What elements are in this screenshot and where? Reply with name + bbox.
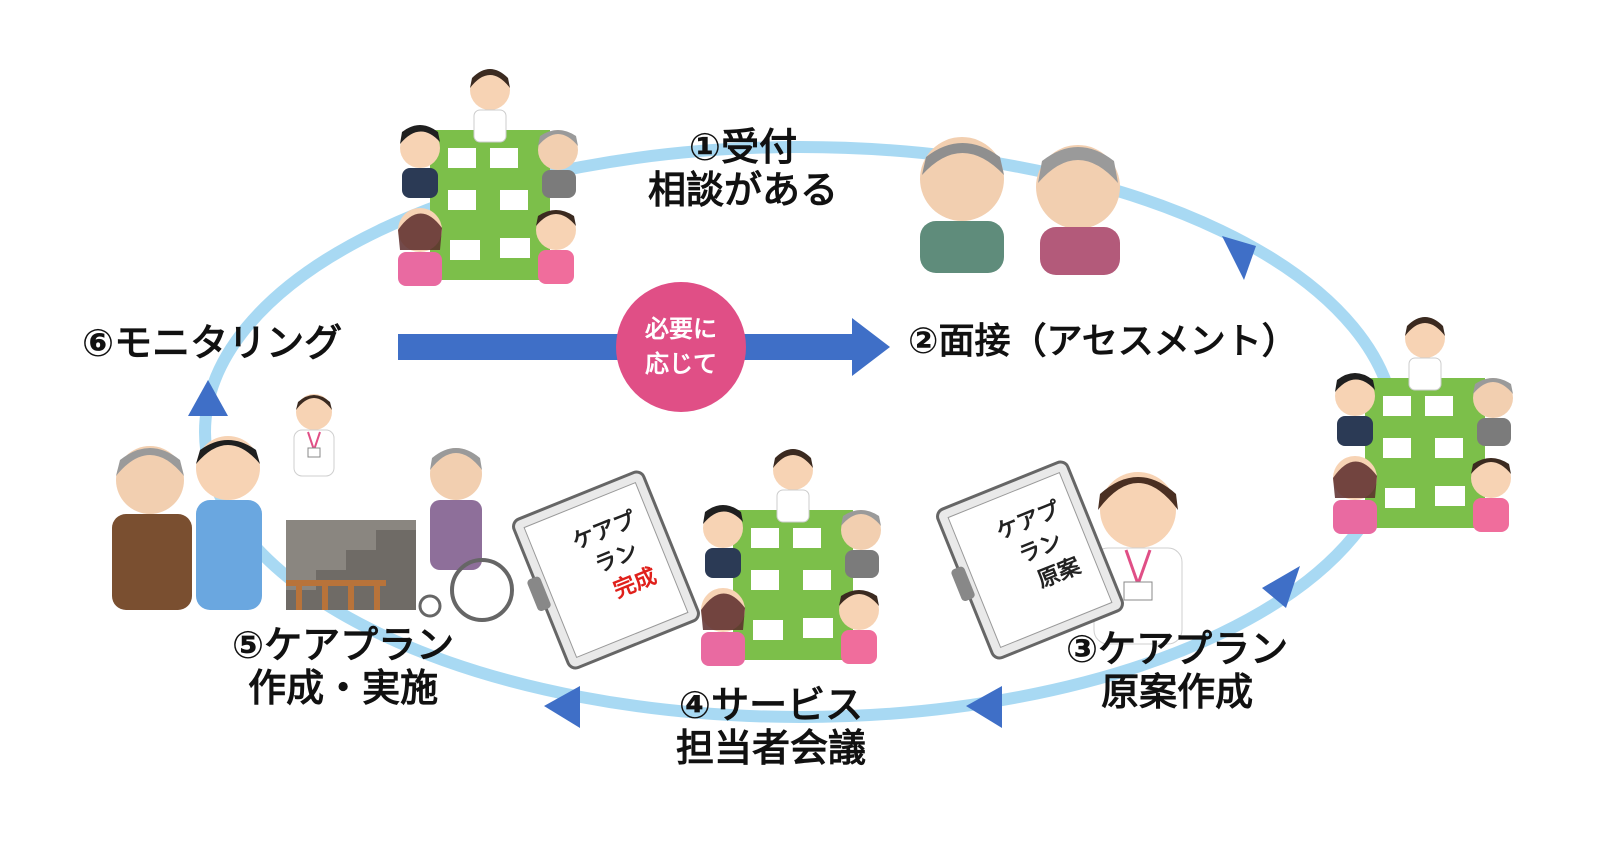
as-needed-badge: 必要に 応じて <box>616 282 746 412</box>
cycle-arrow-4 <box>544 686 580 728</box>
step-5-subtitle: 作成・実施 <box>248 665 439 710</box>
wheelchair-user-illustration <box>418 448 514 622</box>
cycle-arrow-5 <box>188 380 228 416</box>
meeting-illustration-right <box>1332 316 1514 535</box>
cycle-arrow-1 <box>1222 236 1256 280</box>
step-1-title: ①受付 <box>688 125 798 169</box>
step-5-label: ⑤ケアプラン 作成・実施 <box>232 624 454 709</box>
elderly-couple-illustration <box>920 137 1120 275</box>
cycle-arrow-3 <box>966 686 1002 728</box>
badge-line-1: 必要に <box>645 315 717 344</box>
step-6-title: ⑥モニタリング <box>82 321 343 365</box>
step-5-title: ⑤ケアプラン <box>232 623 455 667</box>
step-3-title: ③ケアプラン <box>1066 627 1289 671</box>
center-arrow-head <box>852 318 890 376</box>
meeting-illustration-top <box>397 68 579 287</box>
nurse-illustration-small <box>293 393 335 477</box>
step-3-label: ③ケアプラン 原案作成 <box>1066 628 1288 713</box>
step-2-label: ②面接（アセスメント） <box>908 321 1298 362</box>
meeting-illustration-bottom <box>700 448 882 667</box>
badge-line-2: 応じて <box>645 350 717 378</box>
care-plan-complete-document: ケアプ ラン 完成 <box>512 470 700 670</box>
stairs-illustration <box>286 520 416 610</box>
step-4-label: ④サービス 担当者会議 <box>676 684 866 769</box>
step-1-label: ①受付 相談がある <box>648 126 838 211</box>
step-2-title: ②面接（アセスメント） <box>908 321 1298 362</box>
step-4-title: ④サービス <box>678 683 864 727</box>
step-3-subtitle: 原案作成 <box>1101 669 1254 714</box>
cycle-arrow-2 <box>1262 566 1300 608</box>
step-6-label: ⑥モニタリング <box>82 322 342 365</box>
care-plan-draft-document: ケアプ ラン 原案 <box>936 460 1124 660</box>
nurse-illustration <box>1093 472 1183 645</box>
step-4-subtitle: 担当者会議 <box>676 725 867 770</box>
caregiver-illustration <box>112 436 262 610</box>
step-1-subtitle: 相談がある <box>648 167 839 212</box>
